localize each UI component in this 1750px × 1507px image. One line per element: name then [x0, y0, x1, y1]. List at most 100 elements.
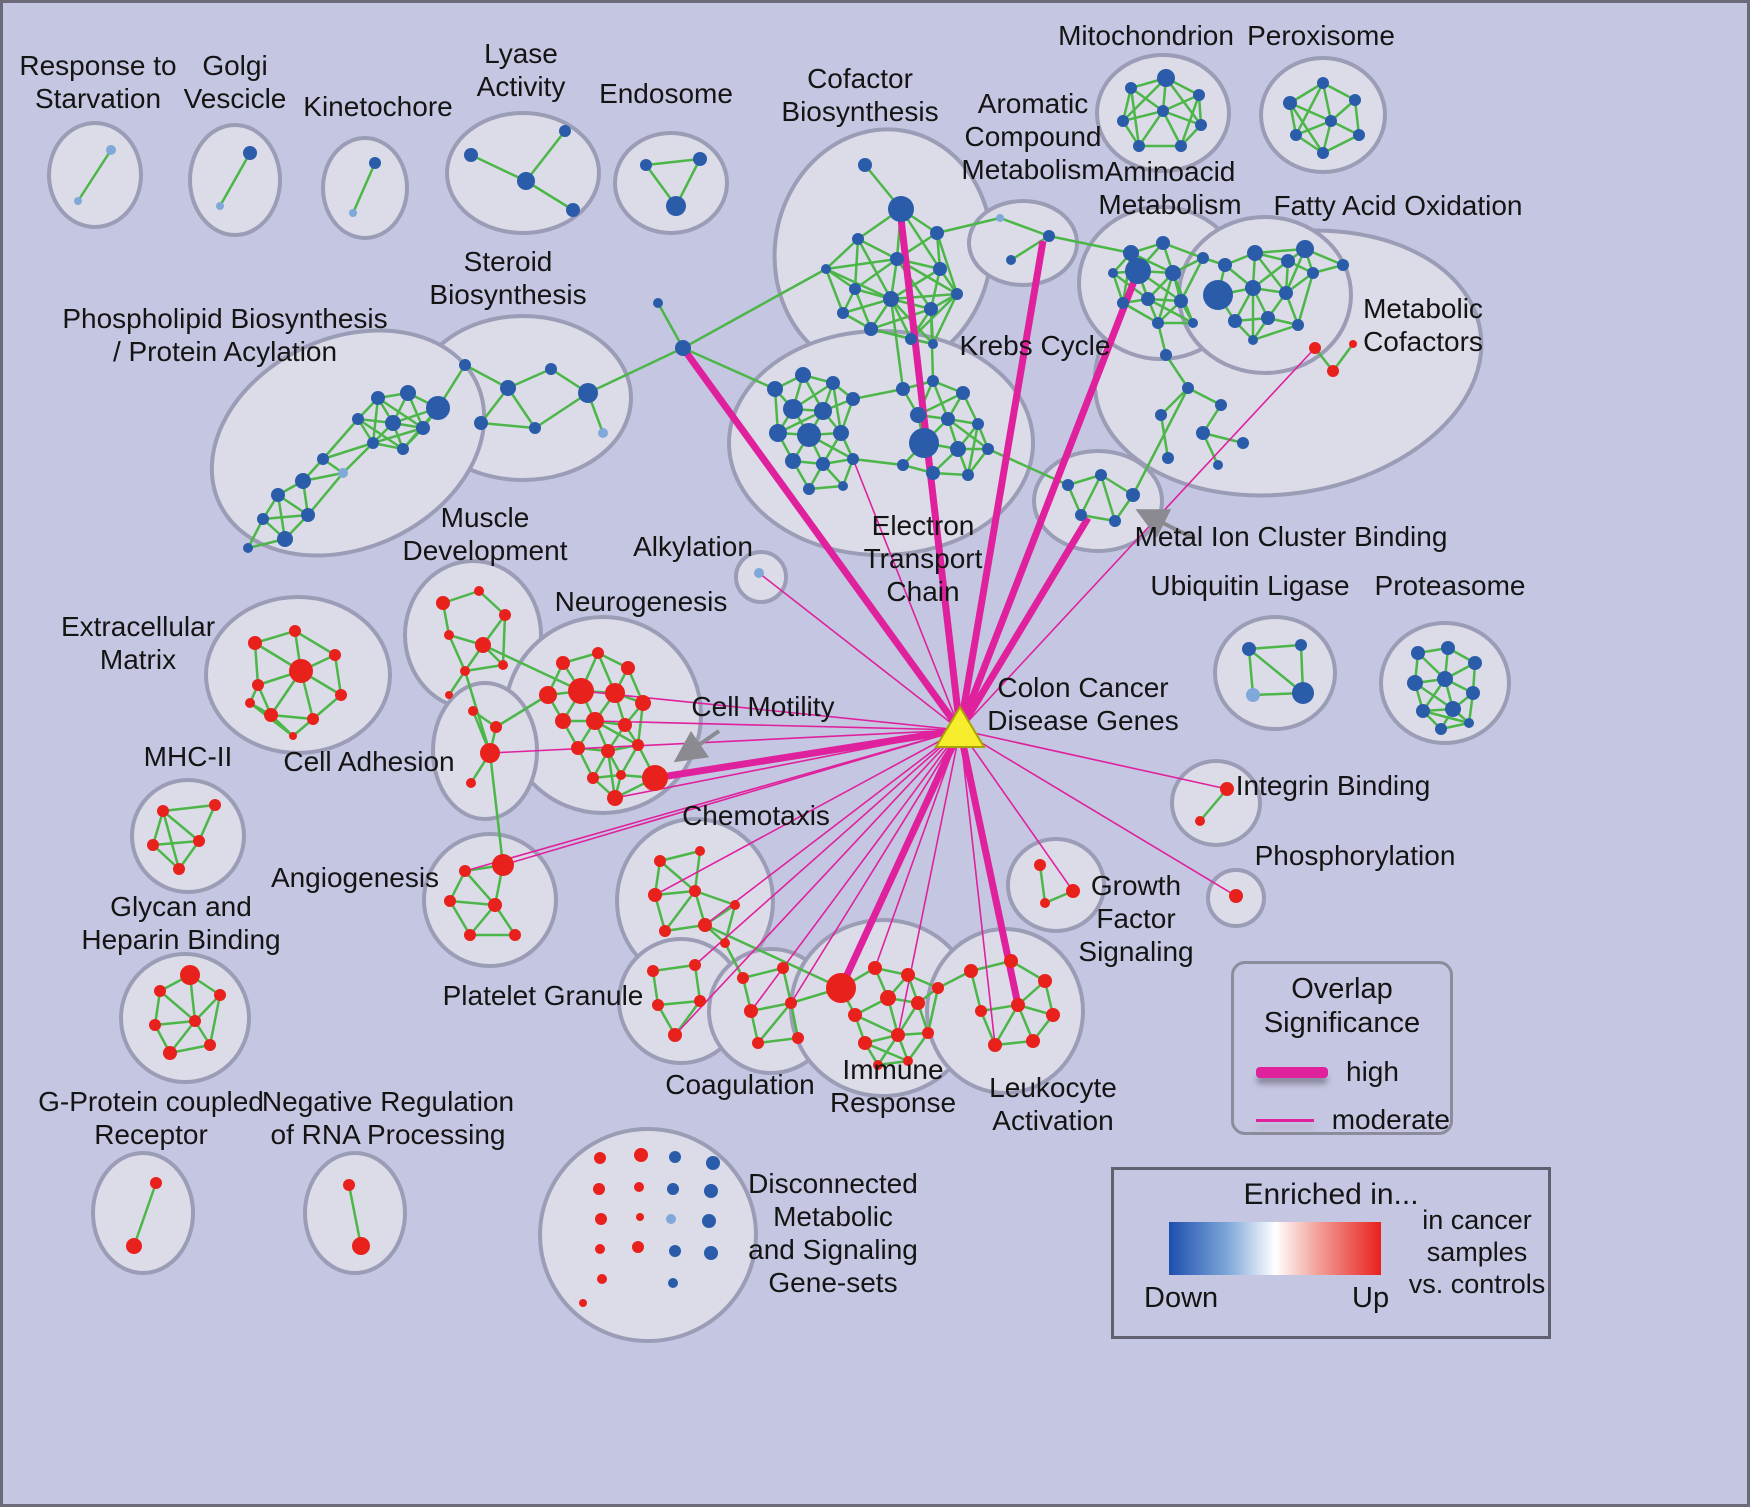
label-phospholipid-biosynthesis-protein-acylation: Phospholipid Biosynthesis/ Protein Acyla…: [62, 303, 387, 367]
inter-cluster-edge: [587, 346, 684, 395]
coexpression-edge: [673, 1000, 702, 1036]
gene-set-node: [669, 1245, 681, 1257]
gene-set-node: [821, 264, 831, 274]
gene-set-node: [642, 765, 668, 791]
coexpression-edge: [1164, 354, 1190, 389]
inter-cluster-edge: [1048, 234, 1132, 255]
gene-set-node: [754, 568, 764, 578]
gene-set-node: [668, 1278, 678, 1288]
coexpression-edge: [162, 803, 216, 813]
high-significance-line-swatch: [1256, 1066, 1328, 1078]
gene-set-node: [1309, 342, 1321, 354]
gene-set-node: [1246, 688, 1260, 702]
gene-set-node: [1337, 259, 1349, 271]
gene-set-node: [307, 713, 319, 725]
gene-set-node: [1213, 460, 1223, 470]
gene-set-node: [243, 146, 257, 160]
layer-nodes: [74, 69, 1482, 1307]
gene-set-node: [1125, 82, 1137, 94]
floating-label-0: Krebs Cycle: [960, 330, 1111, 361]
gene-set-node: [858, 1036, 872, 1050]
gene-set-node: [689, 959, 701, 971]
overlap-edge-moderate: [464, 729, 961, 872]
cluster-ellipse-mhc-ii: [130, 778, 246, 894]
overlap-edge-moderate: [874, 729, 961, 969]
coexpression-edge: [742, 966, 784, 980]
gene-set-node: [586, 712, 604, 730]
gene-set-node: [474, 416, 488, 430]
gene-set-node: [1040, 898, 1050, 908]
coexpression-edge: [154, 1019, 196, 1027]
gene-set-node: [1445, 701, 1461, 717]
gene-set-node: [803, 483, 815, 495]
coexpression-edge: [1099, 474, 1117, 522]
gene-set-node: [464, 929, 476, 941]
layer-mag: [464, 209, 1316, 1046]
gene-set-node: [329, 649, 341, 661]
gene-set-node: [1125, 258, 1151, 284]
gene-set-node: [1349, 94, 1361, 106]
gene-set-node: [464, 148, 478, 162]
gene-set-node: [737, 972, 749, 984]
coexpression-edge: [161, 810, 181, 870]
gene-set-node: [852, 233, 864, 245]
coexpression-edge: [351, 162, 377, 214]
cluster-ellipse-glycan-and-heparin-binding: [119, 952, 251, 1084]
gene-set-node: [922, 1027, 934, 1039]
gene-set-node: [982, 443, 994, 455]
gene-set-node: [1117, 115, 1129, 127]
coexpression-edge: [890, 292, 958, 301]
gene-set-node: [1279, 286, 1293, 300]
gene-set-node: [847, 453, 859, 465]
coexpression-edge: [1179, 257, 1205, 302]
gene-set-node: [1133, 140, 1145, 152]
coexpression-edge: [693, 850, 702, 892]
gene-set-node: [480, 743, 500, 763]
gene-set-node: [667, 1183, 679, 1195]
gene-set-node: [595, 1213, 607, 1225]
coexpression-edge: [852, 457, 904, 467]
coexpression-edge: [342, 442, 374, 474]
coexpression-edge: [926, 987, 940, 1034]
gene-set-node: [1229, 889, 1243, 903]
gene-set-node: [568, 678, 594, 704]
gene-set-node: [1046, 1008, 1060, 1022]
gene-set-node: [797, 423, 821, 447]
coexpression-edge: [831, 382, 843, 434]
gene-set-node: [666, 1214, 676, 1224]
gene-set-node: [400, 385, 416, 401]
gene-set-node: [459, 359, 471, 371]
coexpression-edge: [525, 130, 566, 182]
gene-set-node: [214, 989, 226, 1001]
overlap-edge-moderate: [758, 572, 961, 731]
gene-set-node: [933, 262, 947, 276]
gene-set-node: [460, 666, 470, 676]
gene-set-node: [1292, 319, 1304, 331]
cluster-ellipse-growth-factor-signaling: [1006, 837, 1106, 933]
gene-set-node: [1075, 509, 1087, 521]
gene-set-node: [1283, 96, 1297, 110]
overlap-edge-high: [956, 240, 1047, 731]
gene-set-node: [555, 713, 571, 729]
coexpression-edge: [253, 642, 260, 686]
coexpression-edge: [162, 810, 200, 842]
label-kinetochore: Kinetochore: [303, 91, 452, 122]
gene-set-node: [1248, 335, 1258, 345]
coexpression-edge: [1122, 109, 1164, 123]
gene-set-node: [579, 1299, 587, 1307]
overlap-legend-title-line1: Overlap: [1291, 973, 1393, 1005]
gene-set-node: [654, 855, 666, 867]
coexpression-edge: [757, 1036, 799, 1045]
gene-set-node: [785, 453, 801, 469]
coexpression-edge: [1187, 386, 1222, 407]
coexpression-edge: [825, 238, 859, 270]
gene-set-node: [193, 835, 205, 847]
gene-set-node: [1182, 382, 1194, 394]
coexpression-edge: [1294, 82, 1325, 136]
floating-label-1: Cell Motility: [691, 691, 834, 722]
